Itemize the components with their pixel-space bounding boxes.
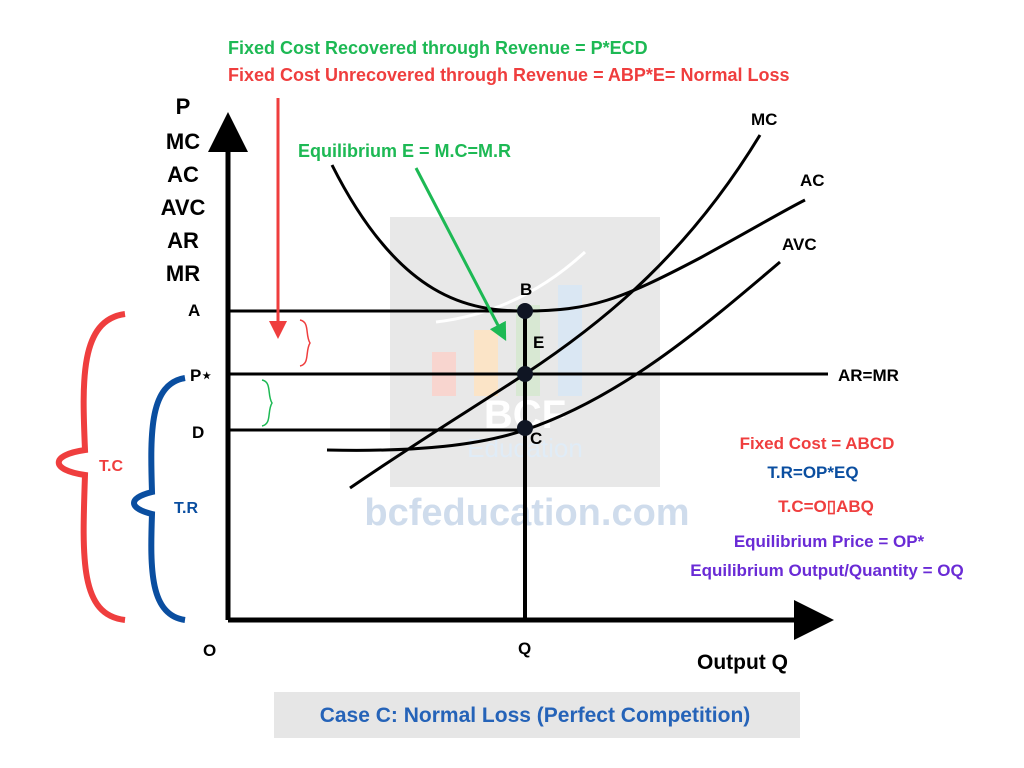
mc-curve xyxy=(349,134,762,490)
brace-tr-icon xyxy=(131,375,186,623)
avc-curve xyxy=(326,260,781,452)
note-equilibrium: Equilibrium E = M.C=M.R xyxy=(298,141,511,161)
label-mc: MC xyxy=(751,110,777,129)
formulas: Fixed Cost = ABCD T.R=OP*EQ T.C=O▯ABQ Eq… xyxy=(690,434,963,580)
caption: Case C: Normal Loss (Perfect Competition… xyxy=(320,704,751,727)
brace-tc-icon xyxy=(55,311,126,623)
label-a: A xyxy=(188,301,200,320)
label-origin: O xyxy=(203,641,216,660)
brace-unrecovered-icon xyxy=(299,319,311,367)
label-p-star: P⋆ xyxy=(190,366,212,385)
point-labels: B E C xyxy=(520,280,544,448)
x-axis-label: Output Q xyxy=(697,651,788,674)
point-c xyxy=(517,420,533,436)
y-axis-label-mc: MC xyxy=(166,129,200,154)
caption-box xyxy=(274,692,800,738)
formula-tr: T.R=OP*EQ xyxy=(767,463,858,482)
formula-eq-price: Equilibrium Price = OP* xyxy=(734,532,925,551)
formula-eq-output: Equilibrium Output/Quantity = OQ xyxy=(690,561,963,580)
y-axis-label-ac: AC xyxy=(167,162,199,187)
y-axis-label-mr: MR xyxy=(166,261,200,286)
watermark-bar xyxy=(474,330,498,396)
y-axis-label-avc: AVC xyxy=(161,195,206,220)
point-e xyxy=(517,366,533,382)
label-e: E xyxy=(533,333,544,352)
label-ac: AC xyxy=(800,171,825,190)
label-ar-mr: AR=MR xyxy=(838,366,899,385)
point-b xyxy=(517,303,533,319)
label-d: D xyxy=(192,423,204,442)
ac-curve xyxy=(330,164,806,313)
y-axis-label-p: P xyxy=(176,94,191,119)
note-fixed-recovered: Fixed Cost Recovered through Revenue = P… xyxy=(228,38,648,58)
arrow-equilibrium-icon xyxy=(414,167,507,341)
y-axis-label: P MC AC AVC AR MR xyxy=(161,94,206,286)
y-axis-label-ar: AR xyxy=(167,228,199,253)
formula-fixed-cost: Fixed Cost = ABCD xyxy=(740,434,895,453)
label-tr: T.R xyxy=(174,500,198,517)
watermark-arrow-icon xyxy=(435,250,587,324)
curve-labels: MC AC AVC AR=MR xyxy=(751,110,899,385)
watermark-bar xyxy=(558,285,582,396)
label-tc: T.C xyxy=(99,458,123,475)
label-avc: AVC xyxy=(782,235,817,254)
label-q: Q xyxy=(518,639,531,658)
brace-recovered-icon xyxy=(261,379,273,427)
label-c: C xyxy=(530,429,542,448)
label-b: B xyxy=(520,280,532,299)
level-labels: A P⋆ D O Q xyxy=(188,301,531,660)
formula-tc: T.C=O▯ABQ xyxy=(778,497,874,516)
note-fixed-unrecovered: Fixed Cost Unrecovered through Revenue =… xyxy=(228,65,789,85)
